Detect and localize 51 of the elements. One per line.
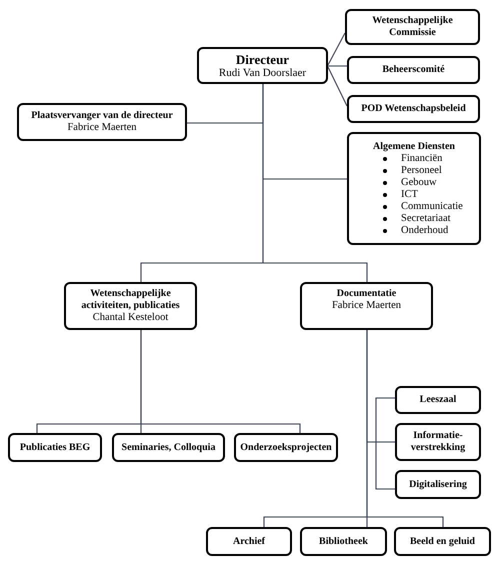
org-unit-box [347, 56, 480, 84]
connector-line [328, 32, 346, 66]
service-item: Onderhoud [401, 225, 448, 237]
org-unit-box [395, 470, 481, 499]
org-unit-box [300, 527, 387, 556]
connector-line [140, 330, 301, 433]
person-name: Fabrice Maerten [332, 300, 402, 312]
unit-title: Beheerscomité [382, 64, 445, 76]
person-name: Rudi Van Doorslaer [218, 66, 306, 80]
org-unit-box [300, 282, 433, 330]
unit-title: Publicaties BEG [20, 442, 90, 454]
org-unit-box [17, 103, 187, 141]
org-unit-box [64, 282, 197, 330]
unit-title: Algemene Diensten [373, 141, 455, 153]
connector-line [328, 66, 348, 106]
unit-title: Documentatie [336, 288, 396, 300]
unit-title: POD Wetenschapsbeleid [361, 103, 466, 115]
connector-line [262, 84, 368, 282]
bracket-connector [366, 329, 396, 490]
org-unit-box [394, 527, 491, 556]
org-unit-box [395, 423, 481, 461]
unit-title: Archief [232, 536, 266, 548]
org-unit-box [234, 433, 338, 462]
org-unit-box [112, 433, 225, 462]
unit-title: Directeur [236, 52, 290, 66]
org-unit-box [345, 9, 480, 45]
unit-title: Leeszaal [420, 394, 456, 406]
org-unit-box [347, 132, 481, 245]
unit-title: Informatie-verstrekking [410, 430, 466, 454]
unit-title: Digitalisering [409, 478, 467, 490]
org-unit-box [8, 433, 102, 462]
org-unit-box [395, 386, 481, 414]
service-item: Gebouw [401, 177, 437, 189]
service-item: Personeel [401, 165, 442, 177]
unit-title: Wetenschappelijke Commissie [371, 15, 454, 39]
person-name: Chantal Kesteloot [92, 312, 168, 324]
service-item: Communicatie [401, 201, 463, 213]
service-item: Financiën [401, 153, 442, 165]
unit-title: Onderzoeksprojecten [240, 442, 332, 454]
unit-title: Beeld en geluid [410, 536, 475, 548]
org-unit-box [197, 47, 328, 84]
unit-title: Seminaries, Colloquia [122, 442, 216, 454]
connector-line [328, 65, 347, 67]
org-unit-box [347, 95, 480, 123]
service-item: ICT [401, 189, 418, 201]
org-unit-box [206, 527, 292, 556]
person-name: Fabrice Maerten [67, 122, 137, 134]
service-item: Secretariaat [401, 213, 451, 225]
unit-title: Bibliotheek [319, 536, 368, 548]
unit-title: Plaatsvervanger van de directeur [31, 110, 173, 122]
unit-title: Wetenschappelijke activiteiten, publicaties [80, 288, 181, 312]
